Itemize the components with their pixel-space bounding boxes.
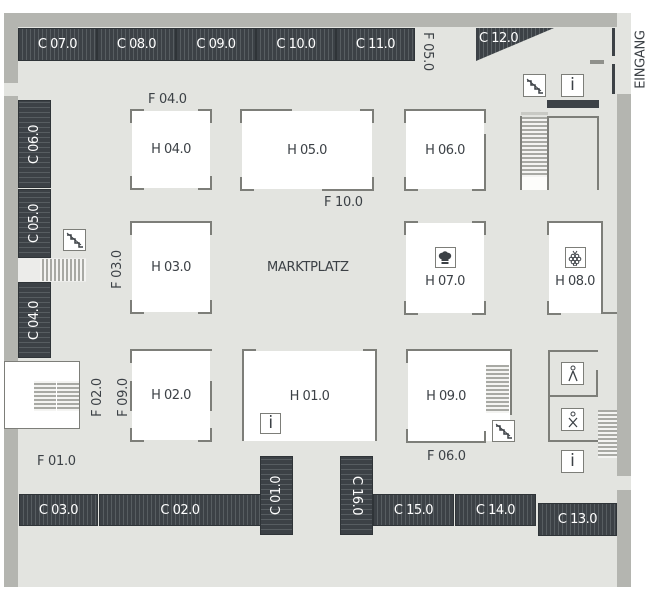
info-icon[interactable]: i xyxy=(260,413,281,434)
stairs-icon xyxy=(492,420,515,442)
floor-plan xyxy=(4,13,631,587)
booth-c14[interactable]: C 14.0 xyxy=(455,494,536,526)
staircase xyxy=(486,365,509,413)
area-f10: F 10.0 xyxy=(324,195,363,210)
booth-c09[interactable]: C 09.0 xyxy=(176,28,256,61)
entrance-marker xyxy=(590,60,604,64)
booth-c10[interactable]: C 10.0 xyxy=(256,28,336,61)
wall-line xyxy=(547,116,599,118)
wall-line xyxy=(597,116,599,190)
left-wall-lower xyxy=(4,96,18,587)
entrance-gap xyxy=(617,13,631,94)
left-staircase xyxy=(40,259,86,281)
booth-c12-label: C 12.0 xyxy=(479,31,518,46)
booth-c12-shape xyxy=(476,28,554,61)
booth-c03[interactable]: C 03.0 xyxy=(19,494,98,526)
area-f02: F 02.0 xyxy=(89,378,105,417)
booth-c08[interactable]: C 08.0 xyxy=(97,28,176,61)
right-wall-lower xyxy=(617,490,631,587)
hall-h01[interactable]: H 01.0 i xyxy=(242,349,377,441)
booth-c15[interactable]: C 15.0 xyxy=(373,494,454,526)
stairs-icon xyxy=(523,74,546,97)
staircase xyxy=(34,381,56,411)
booth-c05[interactable]: C 05.0 xyxy=(18,189,51,258)
chef-hat-icon xyxy=(434,247,456,268)
booth-c13[interactable]: C 13.0 xyxy=(538,503,617,536)
entrance-door xyxy=(612,64,615,94)
area-f05: F 05.0 xyxy=(419,32,435,71)
info-icon[interactable]: i xyxy=(561,450,584,473)
area-f03: F 03.0 xyxy=(109,250,125,289)
wall-line xyxy=(548,395,598,397)
booth-c02[interactable]: C 02.0 xyxy=(99,494,261,526)
area-f06: F 06.0 xyxy=(427,449,466,464)
plaza-label: MARKTPLATZ xyxy=(267,260,349,275)
hall-h03[interactable]: H 03.0 xyxy=(130,221,212,314)
women-restroom-icon xyxy=(561,362,584,385)
hall-h06[interactable]: H 06.0 xyxy=(404,109,486,191)
booth-c01[interactable]: C 01.0 xyxy=(260,456,293,535)
top-wall xyxy=(4,13,631,27)
entrance-label: EINGANG xyxy=(633,30,649,89)
area-f09: F 09.0 xyxy=(115,378,131,417)
hall-h04[interactable]: H 04.0 xyxy=(130,109,212,190)
hall-h02[interactable]: H 02.0 xyxy=(130,349,212,442)
info-icon[interactable]: i xyxy=(561,74,584,97)
wall-line xyxy=(547,116,549,190)
booth-c11[interactable]: C 11.0 xyxy=(336,28,415,61)
wall-line xyxy=(548,440,598,442)
wall-line xyxy=(548,350,598,352)
stairs-icon xyxy=(63,229,86,251)
staircase xyxy=(57,381,79,411)
booth-c06[interactable]: C 06.0 xyxy=(18,100,51,188)
hall-h08[interactable]: H 08.0 xyxy=(547,221,603,315)
staircase xyxy=(522,117,548,177)
hall-h07[interactable]: H 07.0 xyxy=(404,221,486,315)
right-wall xyxy=(617,96,631,476)
wall-line xyxy=(520,116,522,190)
entrance-door xyxy=(612,28,615,56)
staircase xyxy=(598,410,617,458)
wall-line xyxy=(596,370,598,396)
stair-landing xyxy=(522,177,548,190)
left-wall-upper xyxy=(4,13,18,83)
grapes-icon xyxy=(564,247,586,268)
wall-line xyxy=(601,312,617,314)
hall-h05[interactable]: H 05.0 xyxy=(240,109,374,191)
booth-c12[interactable]: C 12.0 xyxy=(476,28,556,62)
area-f01: F 01.0 xyxy=(37,454,76,469)
men-restroom-icon xyxy=(561,408,584,431)
area-f04: F 04.0 xyxy=(148,92,187,107)
info-counter xyxy=(547,100,599,108)
booth-c07[interactable]: C 07.0 xyxy=(18,28,97,61)
booth-c04[interactable]: C 04.0 xyxy=(18,282,51,358)
booth-c16[interactable]: C 16.0 xyxy=(340,456,373,535)
stair-edge xyxy=(521,112,548,115)
